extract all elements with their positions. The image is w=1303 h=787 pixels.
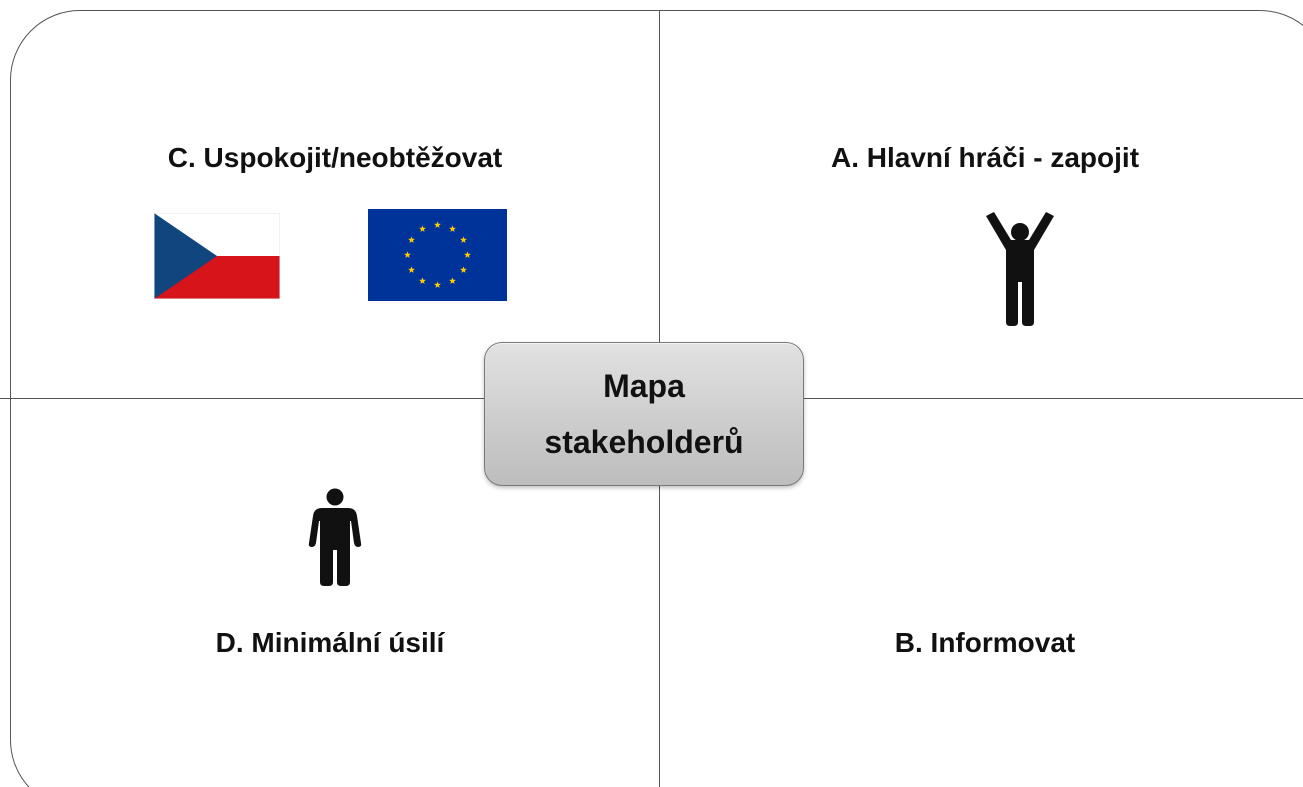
eu-star-icon — [419, 277, 426, 284]
eu-star-icon — [408, 266, 415, 273]
eu-star-icon — [434, 281, 441, 288]
center-title-line-2: stakeholderů — [544, 424, 744, 460]
eu-star-icon — [464, 251, 471, 258]
eu-star-icon — [434, 221, 441, 228]
person-standing-icon — [308, 488, 362, 586]
quadrant-a-title: A. Hlavní hráči - zapojit — [830, 142, 1140, 173]
eu-star-icon — [449, 225, 456, 232]
eu-star-icon — [460, 236, 467, 243]
quadrant-c-title: C. Uspokojit/neobtěžovat — [167, 142, 503, 173]
eu-star-icon — [404, 251, 411, 258]
quadrant-b-title: B. Informovat — [894, 627, 1076, 658]
center-title-line-1: Mapa — [603, 368, 685, 404]
eu-star-icon — [419, 225, 426, 232]
center-title-box: Mapa stakeholderů — [484, 342, 804, 486]
eu-flag-icon — [368, 209, 507, 301]
czech-flag-icon — [154, 213, 280, 299]
eu-star-icon — [408, 236, 415, 243]
eu-star-icon — [449, 277, 456, 284]
eu-star-icon — [460, 266, 467, 273]
quadrant-d-title: D. Minimální úsilí — [215, 627, 445, 658]
person-arms-raised-icon — [986, 212, 1054, 326]
